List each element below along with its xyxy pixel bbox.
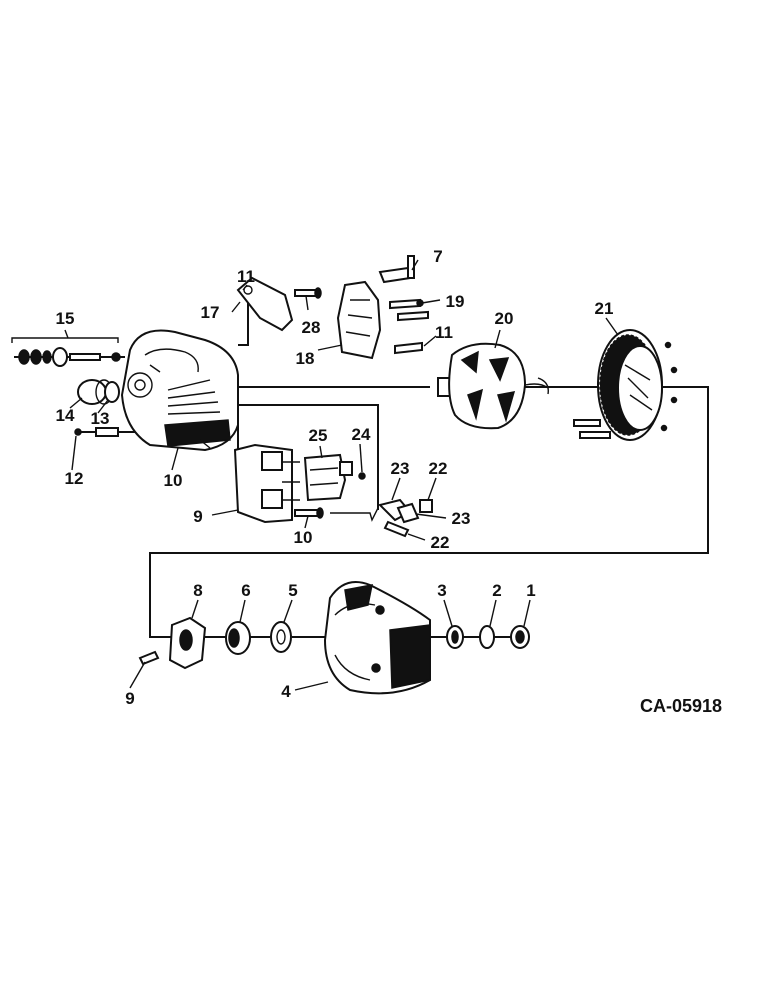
callout-28: 28 <box>302 318 321 337</box>
callout-20: 19 <box>446 292 465 311</box>
callout-12: 9 <box>193 507 202 526</box>
callout-18: 17 <box>201 303 220 322</box>
brush-holder-assembly <box>336 255 429 360</box>
callout-3: 3 <box>437 581 446 600</box>
callout-11-top: 11 <box>237 267 255 286</box>
drive-end-parts <box>138 581 530 695</box>
bearing-assembly <box>74 379 120 437</box>
callout-6: 6 <box>241 581 250 600</box>
callout-23-bottom: 22 <box>431 533 450 552</box>
callout-labels: 7 19 11 11 17 28 18 20 21 15 14 13 12 10… <box>56 247 614 708</box>
callout-1: 1 <box>526 581 535 600</box>
end-frame-housing <box>120 329 239 452</box>
callout-16: 14 <box>56 406 75 425</box>
callout-27: 25 <box>309 426 328 445</box>
callout-23-top: 22 <box>429 459 448 478</box>
callout-17: 15 <box>56 309 75 328</box>
callout-22: 21 <box>595 299 614 318</box>
callout-13: 10 <box>164 471 183 490</box>
callout-2: 2 <box>492 581 501 600</box>
callout-26: 24 <box>352 425 371 444</box>
callout-14: 12 <box>65 469 84 488</box>
callout-9: 9 <box>125 689 134 708</box>
terminal-stud-hardware <box>11 337 121 367</box>
callout-15: 13 <box>91 409 110 428</box>
callout-4: 4 <box>281 682 291 701</box>
callout-5: 5 <box>288 581 297 600</box>
rotor <box>437 342 549 430</box>
drawing-code: CA-05918 <box>640 696 722 716</box>
leader-lines <box>64 259 619 691</box>
callout-10: 10 <box>294 528 313 547</box>
regulator-parts <box>294 498 433 538</box>
callout-24: 23 <box>452 509 471 528</box>
callout-21: 20 <box>495 309 514 328</box>
callout-8: 8 <box>193 581 202 600</box>
mounting-bracket <box>236 276 322 332</box>
callout-7: 7 <box>433 247 442 266</box>
rectifier-bridge <box>233 443 366 524</box>
callout-25: 23 <box>391 459 410 478</box>
callout-11-right: 11 <box>435 323 453 342</box>
stator <box>573 329 678 441</box>
callout-19: 18 <box>296 349 315 368</box>
